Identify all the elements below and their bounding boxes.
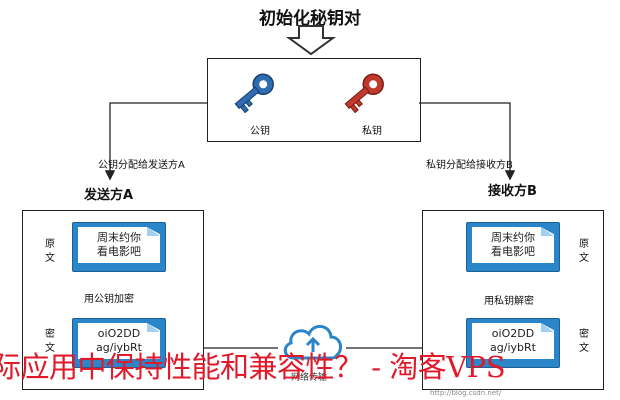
receiver-ciphertext-line-1: oiO2DD [491, 327, 535, 340]
decrypt-step-label: 用私钥解密 [484, 292, 534, 307]
receiver-ciphertext-line-2: ag/iybRt [490, 341, 536, 354]
edge-label-sender: 公钥分配给发送方A [98, 160, 185, 171]
public-key-icon [234, 73, 274, 114]
public-key-label: 公钥 [250, 126, 270, 137]
edge-label-receiver: 私钥分配给接收方B [426, 160, 513, 171]
diagram-title: 初始化秘钥对 [259, 9, 361, 29]
sender-name: 发送方A [84, 188, 134, 203]
network-transfer-label: 网络传输 [291, 373, 328, 383]
receiver-plaintext-document: 周末约你看电影吧 [466, 222, 560, 272]
sender-plaintext-document: 周末约你看电影吧 [72, 222, 166, 272]
cloud-network-icon [283, 325, 343, 360]
sender-cipher-side-label: 密文 [45, 329, 55, 354]
private-key-icon [344, 73, 384, 114]
sender-plaintext-line-1: 周末约你 [97, 231, 141, 244]
receiver-plaintext-line-1: 周末约你 [491, 231, 535, 244]
receiver-plain-side-label: 原文 [579, 239, 589, 264]
sender-ciphertext-line-1: oiO2DD [97, 327, 141, 340]
sender-plain-side-label: 原文 [45, 239, 55, 264]
receiver-name: 接收方B [488, 184, 537, 199]
sender-ciphertext-line-2: ag/iybRt [96, 341, 142, 354]
down-arrow-icon [285, 25, 337, 56]
receiver-plaintext-line-2: 看电影吧 [491, 245, 535, 258]
receiver-cipher-side-label: 密文 [579, 329, 589, 354]
sender-plaintext-line-2: 看电影吧 [97, 245, 141, 258]
private-key-label: 私钥 [362, 126, 382, 137]
encrypt-step-label: 用公钥加密 [84, 290, 134, 305]
overlay-caption: 际应用中保持性能和兼容性？ - 淘客VPS [0, 350, 506, 384]
watermark: http://blog.csdn.net/ [430, 389, 502, 397]
